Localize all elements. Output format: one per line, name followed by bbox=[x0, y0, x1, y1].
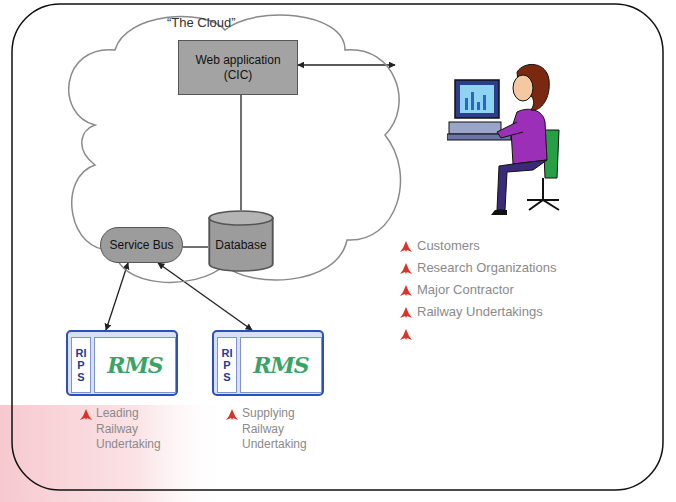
connector bbox=[298, 64, 395, 65]
cloud-shape bbox=[69, 15, 401, 282]
bullet-shape bbox=[226, 409, 238, 420]
bullet-marker bbox=[400, 241, 412, 252]
bullet-marker bbox=[400, 329, 412, 340]
tower bbox=[449, 122, 501, 134]
rms-label: RMS bbox=[107, 352, 163, 378]
shoe bbox=[491, 210, 507, 215]
bar3 bbox=[477, 102, 480, 110]
bullet-shape bbox=[400, 285, 412, 296]
bullet-marker bbox=[400, 263, 412, 274]
bullet-shape bbox=[400, 241, 412, 252]
list-item: Customers bbox=[417, 238, 480, 253]
system-caption: Leading Railway Undertaking bbox=[96, 406, 174, 453]
user-group: CustomersResearch OrganizationsMajor Con… bbox=[395, 60, 635, 360]
rips-strip: RIPS bbox=[71, 337, 91, 393]
system-icon: RIPS RMS bbox=[66, 330, 178, 396]
person-at-computer bbox=[447, 60, 567, 225]
bar4 bbox=[483, 95, 486, 110]
bullet-marker bbox=[400, 307, 412, 318]
bullet-marker bbox=[226, 409, 238, 420]
monitor bbox=[455, 80, 499, 118]
system-caption: Supplying Railway Undertaking bbox=[242, 406, 338, 453]
chair-base bbox=[527, 178, 559, 210]
screen bbox=[460, 85, 494, 113]
bullet-shape bbox=[80, 409, 92, 420]
torso bbox=[511, 109, 547, 164]
bullet-marker bbox=[80, 409, 92, 420]
rms-panel: RMS bbox=[240, 337, 322, 393]
railway-system: RIPS RMS Supplying Railway Undertaking bbox=[212, 330, 342, 465]
rms-panel: RMS bbox=[94, 337, 176, 393]
rips-label: RIPS bbox=[222, 347, 233, 383]
pink-band bbox=[0, 405, 230, 502]
legs bbox=[497, 160, 547, 210]
process-box: Web application (CIC) bbox=[178, 40, 298, 95]
connector bbox=[183, 246, 208, 247]
service-bus: Service Bus bbox=[100, 227, 183, 263]
cylinder-body bbox=[209, 218, 272, 271]
box-label: Database bbox=[215, 238, 266, 252]
list-item: Railway Undertakings bbox=[417, 304, 543, 319]
bullet-shape bbox=[400, 263, 412, 274]
cylinder-top bbox=[209, 211, 272, 225]
box-label: Service Bus bbox=[109, 238, 173, 252]
cloud-title: “The Cloud” bbox=[167, 15, 236, 30]
rips-label: RIPS bbox=[76, 347, 87, 383]
rips-strip: RIPS bbox=[217, 337, 237, 393]
face bbox=[513, 75, 533, 101]
outer-frame bbox=[12, 4, 663, 490]
rms-label: RMS bbox=[253, 352, 309, 378]
bullet-marker bbox=[400, 285, 412, 296]
system-icon: RIPS RMS bbox=[212, 330, 324, 396]
database-cylinder: Database bbox=[208, 210, 274, 272]
connector bbox=[106, 263, 128, 330]
bullet-shape bbox=[400, 329, 412, 340]
list-item: Major Contractor bbox=[417, 282, 514, 297]
connector bbox=[240, 95, 241, 210]
list-item: Research Organizations bbox=[417, 260, 556, 275]
box-label: Web application (CIC) bbox=[185, 53, 291, 83]
railway-system: RIPS RMS Leading Railway Undertaking bbox=[66, 330, 186, 465]
cloud-region: “The Cloud” Web application (CIC) Service … bbox=[55, 5, 410, 290]
arm bbox=[497, 122, 523, 138]
bar1 bbox=[465, 98, 468, 110]
bar2 bbox=[471, 92, 474, 110]
bullet-shape bbox=[400, 307, 412, 318]
